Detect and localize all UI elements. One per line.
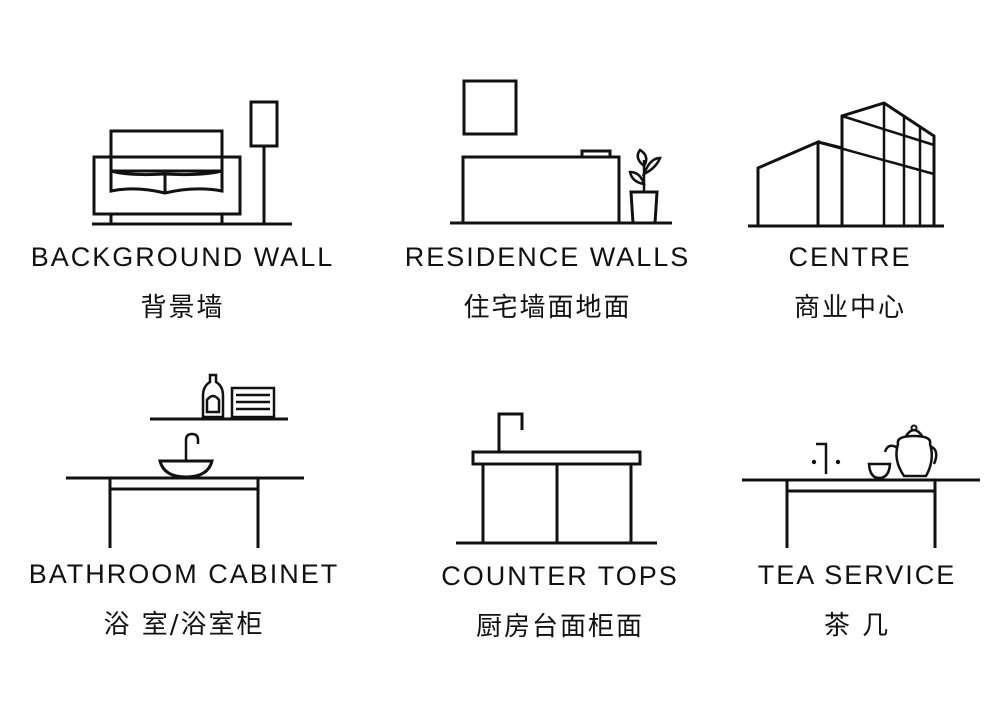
commercial-building-icon: [748, 101, 944, 228]
sofa-with-floor-lamp-icon: [92, 100, 292, 226]
category-label-en: CENTRE: [788, 242, 912, 272]
category-label-en: COUNTER TOPS: [441, 561, 679, 591]
desk-with-frame-and-plant-icon: [450, 79, 672, 225]
category-background-wall: BACKGROUND WALL 背景墙: [0, 0, 365, 340]
category-label-zh: 茶 几: [823, 611, 891, 641]
category-label-en: RESIDENCE WALLS: [404, 242, 691, 272]
category-centre: CENTRE 商业中心: [730, 0, 970, 340]
category-counter-tops: COUNTER TOPS 厨房台面柜面: [410, 340, 710, 660]
category-label-en: TEA SERVICE: [757, 560, 957, 590]
category-label-zh: 厨房台面柜面: [475, 612, 644, 642]
category-tea-service: TEA SERVICE 茶 几: [730, 340, 984, 660]
category-label-zh: 住宅墙面地面: [463, 293, 632, 323]
category-label-en: BATHROOM CABINET: [28, 559, 340, 589]
category-label-zh: 背景墙: [140, 293, 225, 323]
vanity-sink-with-shelf-icon: [66, 373, 304, 548]
category-bathroom-cabinet: BATHROOM CABINET 浴 室/浴室柜: [0, 340, 368, 660]
category-residence-walls: RESIDENCE WALLS 住宅墙面地面: [370, 0, 725, 340]
category-label-zh: 商业中心: [793, 293, 906, 323]
category-label-zh: 浴 室/浴室柜: [103, 610, 265, 640]
category-label-en: BACKGROUND WALL: [30, 242, 335, 272]
tea-table-with-teapot-icon: [742, 424, 980, 548]
kitchen-counter-with-faucet-icon: [456, 412, 657, 545]
